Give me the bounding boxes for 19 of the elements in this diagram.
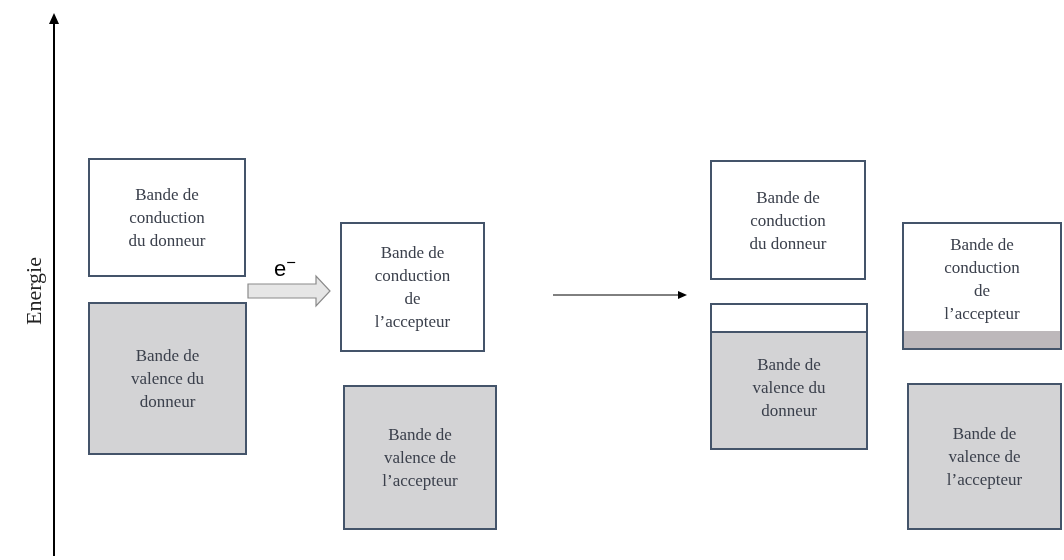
valence-band-box [710, 303, 868, 450]
conduction-band-box [340, 222, 485, 352]
valence-band-box [343, 385, 497, 530]
conduction-band-box [902, 222, 1062, 350]
valence-band-box [907, 383, 1062, 530]
valence-band-box [88, 302, 247, 455]
band-label: Bande de conduction du donneur [128, 184, 206, 252]
conduction-band-box [710, 160, 866, 280]
edge-label: e$^{−}$ [274, 258, 296, 280]
conduction-band-box [88, 158, 246, 277]
band-label: Bande de valence de l’accepteur [381, 424, 459, 492]
band-label: Bande de valence de l’accepteur [945, 423, 1024, 491]
band-label: Bande de conduction du donneur [749, 186, 827, 255]
electron-transfer-arrow [247, 274, 331, 308]
band-label: Bande de valence du donneur [751, 354, 827, 422]
band-label: Bande de valence du donneur [129, 345, 206, 413]
band-label: Bande de conduction de l’accepteur [374, 242, 451, 333]
axis-label: Energie [23, 256, 45, 327]
band-label: Bande de conduction de l’accepteur [943, 234, 1021, 325]
